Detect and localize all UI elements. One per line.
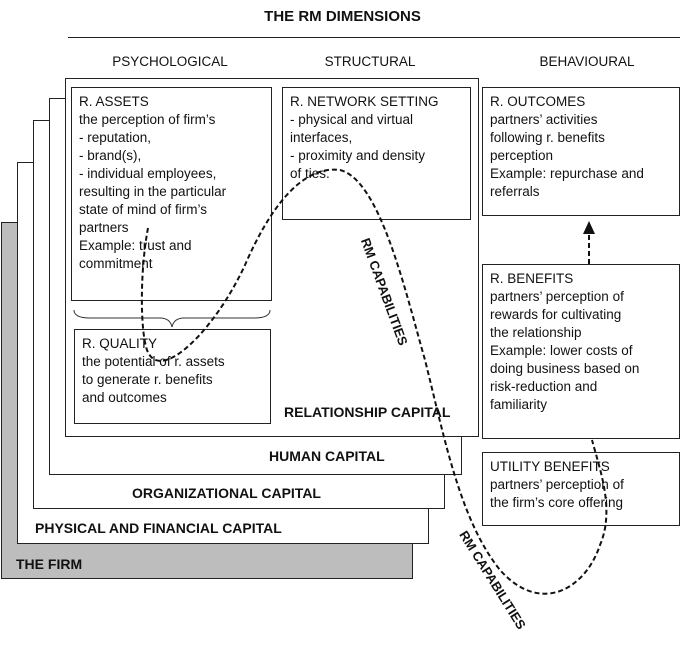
r-network-line: interfaces, (290, 130, 353, 145)
r-quality-title: R. QUALITY (82, 336, 158, 351)
r-benefits-line: Example: lower costs of (490, 343, 633, 358)
r-network-line: - physical and virtual (290, 112, 414, 127)
r-outcomes-line: perception (490, 148, 554, 163)
r-assets-line: partners (79, 220, 129, 235)
column-behavioural: BEHAVIOURAL (539, 54, 635, 69)
column-psychological: PSYCHOLOGICAL (112, 54, 228, 69)
r-quality-line: and outcomes (82, 390, 167, 405)
layer-physical-financial-label: PHYSICAL AND FINANCIAL CAPITAL (35, 520, 282, 536)
r-assets-title: R. ASSETS (79, 94, 149, 109)
r-assets-line: commitment (79, 256, 153, 271)
r-network-title: R. NETWORK SETTING (290, 94, 439, 109)
r-benefits-line: the relationship (490, 325, 582, 340)
rm-capabilities-label-lower: RM CAPABILITIES (456, 528, 529, 632)
arrowhead-icon (583, 221, 595, 234)
r-assets-line: resulting in the particular (79, 184, 227, 199)
r-outcomes-line: Example: repurchase and (490, 166, 644, 181)
r-network-line: of ties. (290, 166, 330, 181)
r-benefits-line: familiarity (490, 397, 548, 412)
r-outcomes-line: referrals (490, 184, 540, 199)
r-outcomes-title: R. OUTCOMES (490, 94, 586, 109)
r-network-line: - proximity and density (290, 148, 426, 163)
r-benefits-title: R. BENEFITS (490, 271, 574, 286)
r-quality-line: to generate r. benefits (82, 372, 213, 387)
r-assets-line: Example: trust and (79, 238, 192, 253)
box-r-quality: R. QUALITY the potential of r. assets to… (74, 329, 271, 424)
r-assets-line: - reputation, (79, 130, 152, 145)
layer-human-label: HUMAN CAPITAL (269, 448, 385, 464)
layer-the-firm-label: THE FIRM (16, 556, 83, 572)
r-assets-line: - brand(s), (79, 148, 142, 163)
utility-benefits-line: partners’ perception of (490, 477, 624, 492)
utility-benefits-line: the firm’s core offering (490, 495, 624, 510)
layer-relationship-label: RELATIONSHIP CAPITAL (284, 404, 451, 420)
box-utility-benefits: UTILITY BENEFITS partners’ perception of… (482, 452, 680, 526)
r-benefits-line: doing business based on (490, 361, 640, 376)
r-quality-line: the potential of r. assets (82, 354, 225, 369)
layer-organizational-label: ORGANIZATIONAL CAPITAL (132, 485, 321, 501)
box-r-benefits: R. BENEFITS partners’ perception of rewa… (482, 264, 680, 439)
r-assets-line: the perception of firm’s (79, 112, 216, 127)
diagram-title: THE RM DIMENSIONS (264, 8, 421, 25)
r-benefits-line: partners’ perception of (490, 289, 624, 304)
box-r-outcomes: R. OUTCOMES partners’ activities followi… (482, 87, 680, 216)
r-assets-line: state of mind of firm’s (79, 202, 208, 217)
r-assets-line: - individual employees, (79, 166, 217, 181)
r-outcomes-line: following r. benefits (490, 130, 605, 145)
r-benefits-line: rewards for cultivating (490, 307, 622, 322)
r-outcomes-line: partners’ activities (490, 112, 598, 127)
utility-benefits-title: UTILITY BENEFITS (490, 459, 610, 474)
title-rule (68, 37, 680, 38)
box-r-network-setting: R. NETWORK SETTING - physical and virtua… (282, 87, 471, 220)
column-structural: STRUCTURAL (324, 54, 416, 69)
box-r-assets: R. ASSETS the perception of firm’s - rep… (71, 87, 272, 301)
r-benefits-line: risk-reduction and (490, 379, 598, 394)
